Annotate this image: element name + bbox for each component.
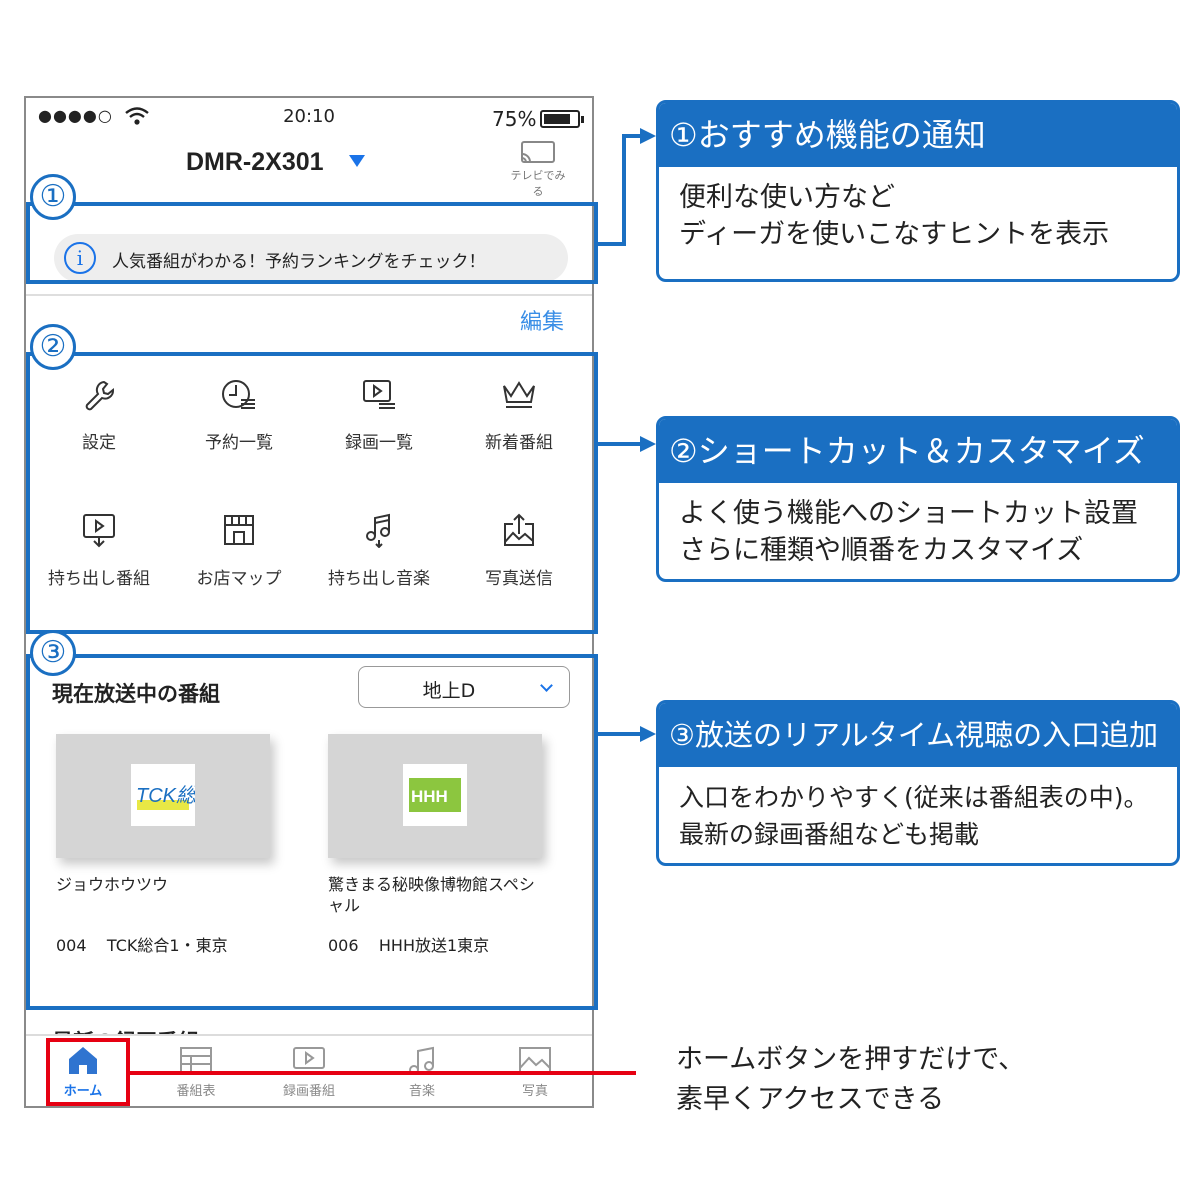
marker-2: ② <box>30 324 76 370</box>
shortcut-label: 新着番組 <box>485 433 553 453</box>
shortcut-label: 持ち出し番組 <box>48 569 150 589</box>
wrench-icon <box>85 380 114 411</box>
callout-line: 便利な使い方など <box>679 182 895 213</box>
marker-1: ① <box>30 174 76 220</box>
channel-logo: HHH <box>403 764 467 826</box>
program-thumbnail[interactable]: HHH <box>328 734 542 858</box>
tab-label: 写真 <box>521 1084 548 1099</box>
callout-line: よく使う機能へのショートカット設置 <box>679 498 1138 529</box>
callout-shortcut: ②ショートカット＆カスタマイズ よく使う機能へのショートカット設置 さらに種類や… <box>656 416 1180 582</box>
shortcut-store-map[interactable]: お店マップ <box>174 512 304 589</box>
divider <box>26 294 592 296</box>
shortcut-label: 持ち出し音楽 <box>328 569 430 589</box>
callout-title: ②ショートカット＆カスタマイズ <box>659 419 1177 483</box>
callout-live-tv: ③放送のリアルタイム視聴の入口追加 入口をわかりやすく(従来は番組表の中)。 最… <box>656 700 1180 866</box>
tab-home[interactable]: ホーム <box>38 1044 128 1099</box>
tab-label: ホーム <box>63 1084 103 1099</box>
shortcut-settings[interactable]: 設定 <box>34 378 164 453</box>
broadcast-type-value: 地上D <box>422 680 476 702</box>
signal-indicator: ●●●●○ <box>38 106 113 125</box>
photo-upload-icon <box>504 513 534 546</box>
home-icon <box>69 1047 97 1074</box>
cast-icon <box>521 141 555 163</box>
home-button-note: ホームボタンを押すだけで、 素早くアクセスできる <box>676 1040 1025 1120</box>
download-video-icon <box>83 514 115 548</box>
callout-line: ディーガを使いこなすヒントを表示 <box>679 219 1110 250</box>
wifi-icon <box>125 107 149 125</box>
shortcut-label: お店マップ <box>196 569 282 589</box>
status-bar: ●●●●○ 20:10 75% <box>26 98 592 136</box>
edit-button[interactable]: 編集 <box>520 310 565 335</box>
tab-recorded[interactable]: 録画番組 <box>264 1044 354 1099</box>
highlight-box-1 <box>26 202 598 284</box>
battery-icon <box>540 110 584 128</box>
clock: 20:10 <box>283 106 335 127</box>
shortcut-label: 写真送信 <box>485 569 553 589</box>
shortcut-takeout-programs[interactable]: 持ち出し番組 <box>34 512 164 589</box>
program-thumbnail[interactable]: TCK総合 <box>56 734 270 858</box>
phone-screen: ●●●●○ 20:10 75% DMR-2X301 テレビでみる i 人気番組が… <box>24 96 594 1108</box>
callout-line: 最新の録画番組なども掲載 <box>679 820 980 849</box>
shortcut-photo-send[interactable]: 写真送信 <box>454 512 584 589</box>
tab-label: 録画番組 <box>282 1084 335 1099</box>
shortcut-label: 予約一覧 <box>205 433 273 453</box>
live-section-title: 現在放送中の番組 <box>52 682 220 706</box>
program-channel: 004 TCK総合1・東京 <box>56 936 228 955</box>
callout-title: ③放送のリアルタイム視聴の入口追加 <box>659 703 1177 767</box>
recording-list-icon <box>363 380 395 409</box>
clock-list-icon <box>222 380 255 409</box>
svg-text:HHH: HHH <box>411 787 448 806</box>
shortcut-new-programs[interactable]: 新着番組 <box>454 378 584 453</box>
shortcut-takeout-music[interactable]: 持ち出し音楽 <box>314 512 444 589</box>
marker-3: ③ <box>30 630 76 676</box>
note-line: ホームボタンを押すだけで、 <box>676 1044 1026 1075</box>
device-selector[interactable]: DMR-2X301 <box>186 148 324 176</box>
store-icon <box>224 515 254 545</box>
program-channel: 006 HHH放送1東京 <box>328 936 490 955</box>
highlight-box-2 <box>26 352 598 634</box>
tab-bar: ホーム 番組表 録画番組 音楽 <box>26 1034 592 1106</box>
watch-on-tv-button[interactable]: テレビでみる <box>506 140 570 198</box>
hhh-logo: HHH <box>409 778 461 812</box>
callout-title: ①おすすめ機能の通知 <box>659 103 1177 167</box>
watch-on-tv-label: テレビでみる <box>510 169 566 198</box>
callout-line: さらに種類や順番をカスタマイズ <box>679 535 1084 566</box>
highlight-box-3 <box>26 654 598 1010</box>
note-line: 素早くアクセスできる <box>676 1084 945 1115</box>
shortcut-label: 設定 <box>82 433 116 453</box>
tab-label: 番組表 <box>176 1084 216 1099</box>
notice-text: 人気番組がわかる！予約ランキングをチェック！ <box>112 252 486 272</box>
shortcut-reservations[interactable]: 予約一覧 <box>174 378 304 453</box>
dropdown-caret-icon[interactable] <box>349 155 365 167</box>
music-download-icon <box>366 513 390 548</box>
info-icon: i <box>64 242 96 274</box>
shortcut-recordings[interactable]: 録画一覧 <box>314 378 444 453</box>
broadcast-type-select[interactable]: 地上D <box>358 666 570 708</box>
recommendation-notice[interactable]: i 人気番組がわかる！予約ランキングをチェック！ <box>54 234 568 282</box>
shortcut-label: 録画一覧 <box>345 433 413 453</box>
program-title[interactable]: ジョウホウツウ <box>56 875 169 894</box>
callout-line: 入口をわかりやすく(従来は番組表の中)。 <box>679 783 1149 812</box>
callout-notification: ①おすすめ機能の通知 便利な使い方など ディーガを使いこなすヒントを表示 <box>656 100 1180 282</box>
home-highlight <box>46 1038 130 1106</box>
tab-label: 音楽 <box>408 1084 435 1099</box>
crown-icon <box>503 381 535 408</box>
battery-percent: 75% <box>492 107 537 131</box>
program-title[interactable]: 驚きまる秘映像博物館スペシャル <box>328 875 535 915</box>
